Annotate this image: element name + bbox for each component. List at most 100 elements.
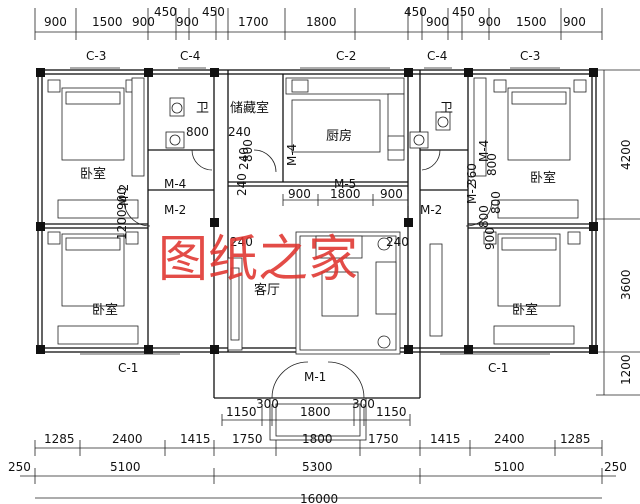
right-dimension-line: 4200 3600 1200	[596, 69, 640, 396]
bathroom-left-fixtures	[165, 97, 185, 149]
dim-label: 900	[44, 15, 67, 29]
note-d800-right-2: 800	[489, 191, 503, 214]
dim-label: 1500	[516, 15, 547, 29]
wardrobe-bottom-left	[57, 325, 139, 345]
cabinet-right	[429, 243, 443, 337]
wardrobe-top-right	[497, 199, 579, 219]
room-label-bedroom-tl: 卧室	[80, 166, 106, 182]
dim-label: 1800	[300, 405, 331, 419]
dim-label-total: 16000	[300, 492, 338, 504]
dim-label: 450	[404, 5, 427, 19]
door-label-m2-right-2: M-2	[465, 182, 479, 204]
porch-dimension-line: 1150 300 1800 300 1150	[221, 397, 411, 426]
door-label-m2-left-2: M-2	[164, 203, 186, 217]
dim-label: 450	[154, 5, 177, 19]
bottom-dimension-row-1: 1285 2400 1415 1750 1800 1750 1415 2400 …	[34, 432, 603, 456]
room-label-bedroom-bl: 卧室	[92, 302, 118, 318]
dim-label: 1800	[302, 432, 333, 446]
dim-label: 900	[176, 15, 199, 29]
dim-label: 900	[380, 187, 403, 201]
dim-label: 1200	[619, 354, 633, 385]
window-c1-right-label: C-1	[488, 361, 508, 375]
dim-label: 5100	[494, 460, 525, 474]
bathroom-right-fixtures	[409, 111, 451, 149]
room-label-kitchen: 厨房	[326, 128, 352, 144]
living-furniture	[227, 231, 401, 355]
dim-label: 2400	[112, 432, 143, 446]
dim-label: 300	[256, 397, 279, 411]
note-d900-right: 900	[483, 227, 497, 250]
bed-bottom-left	[47, 231, 139, 307]
room-label-living: 客厅	[254, 282, 280, 298]
dim-label: 300	[352, 397, 375, 411]
dim-label: 1285	[560, 432, 591, 446]
door-label-m2-left-1: M-2	[117, 184, 131, 206]
window-c1-left-label: C-1	[118, 361, 138, 375]
dim-label: 4200	[619, 139, 633, 170]
wardrobe-top-left	[57, 199, 139, 219]
dim-label: 1800	[330, 187, 361, 201]
closet-right	[473, 77, 487, 177]
watermark: 图纸之家	[158, 230, 358, 288]
bed-bottom-right	[483, 231, 581, 307]
note-d240-kitchen: 240	[235, 173, 249, 196]
dim-label: 5300	[302, 460, 333, 474]
window-c4-left-label: C-4	[180, 49, 200, 63]
dim-label: 1500	[92, 15, 123, 29]
doors	[123, 149, 493, 399]
note-d360: 360	[465, 163, 479, 186]
room-label-bath-right: 卫	[440, 101, 453, 116]
dim-label: 1150	[376, 405, 407, 419]
bottom-dimension-row-2: 250 5100 5300 5100 250 16000	[8, 460, 627, 504]
note-d900-left: 900	[115, 187, 129, 210]
mid-dimension-line: 900 1800 900	[282, 187, 409, 206]
dim-label: 900	[478, 15, 501, 29]
note-d800-right-3: 800	[477, 205, 491, 228]
dim-label: 1285	[44, 432, 75, 446]
top-dimension-line	[34, 8, 603, 40]
dim-label: 1750	[368, 432, 399, 446]
dim-label: 1150	[226, 405, 257, 419]
closet-left	[131, 77, 145, 177]
dim-label: 900	[426, 15, 449, 29]
door-label-m5: M-5	[334, 177, 356, 191]
door-label-m4-left: M-4	[164, 177, 186, 191]
note-d800-kitchen: 800	[241, 139, 255, 162]
kitchen-counters	[285, 77, 405, 161]
room-label-bedroom-tr: 卧室	[530, 170, 556, 186]
note-d800-right: 800	[485, 153, 499, 176]
door-label-m1: M-1	[304, 370, 326, 384]
dim-label: 900	[132, 15, 155, 29]
window-c3-right-label: C-3	[520, 49, 540, 63]
room-label-storage: 储藏室	[230, 100, 269, 116]
top-dimension-labels: 900 1500 900 450 900 450 1700 1800 450 9…	[44, 5, 586, 29]
dim-label: 1750	[232, 432, 263, 446]
note-d800-left: 800	[186, 125, 209, 139]
columns	[36, 68, 598, 354]
dim-label: 5100	[110, 460, 141, 474]
door-label-m4-kitchen: M-4	[285, 144, 299, 166]
dim-label: 450	[202, 5, 225, 19]
room-label-bath-left: 卫	[196, 101, 209, 116]
dim-label: 900	[288, 187, 311, 201]
bed-top-left	[47, 79, 139, 161]
door-label-m4-right: M-4	[477, 140, 491, 162]
dim-label: 900	[563, 15, 586, 29]
wardrobe-bottom-right	[493, 325, 575, 345]
note-d240-living: 240	[386, 235, 409, 249]
note-d240-hall: 240	[230, 235, 253, 249]
note-d1200: 1200	[115, 209, 129, 240]
window-c3-left-label: C-3	[86, 49, 106, 63]
note-d240-left: 240	[228, 125, 251, 139]
room-label-bedroom-br: 卧室	[512, 302, 538, 318]
dim-label: 1800	[306, 15, 337, 29]
door-label-m2-right-1: M-2	[420, 203, 442, 217]
dim-label: 1415	[180, 432, 211, 446]
dim-label: 3600	[619, 269, 633, 300]
window-c4-right-label: C-4	[427, 49, 447, 63]
window-c2-label: C-2	[336, 49, 356, 63]
dim-label: 450	[452, 5, 475, 19]
windows: C-3 C-4 C-2 C-4 C-3 C-1 C-1	[70, 49, 560, 375]
dim-label: 1415	[430, 432, 461, 446]
